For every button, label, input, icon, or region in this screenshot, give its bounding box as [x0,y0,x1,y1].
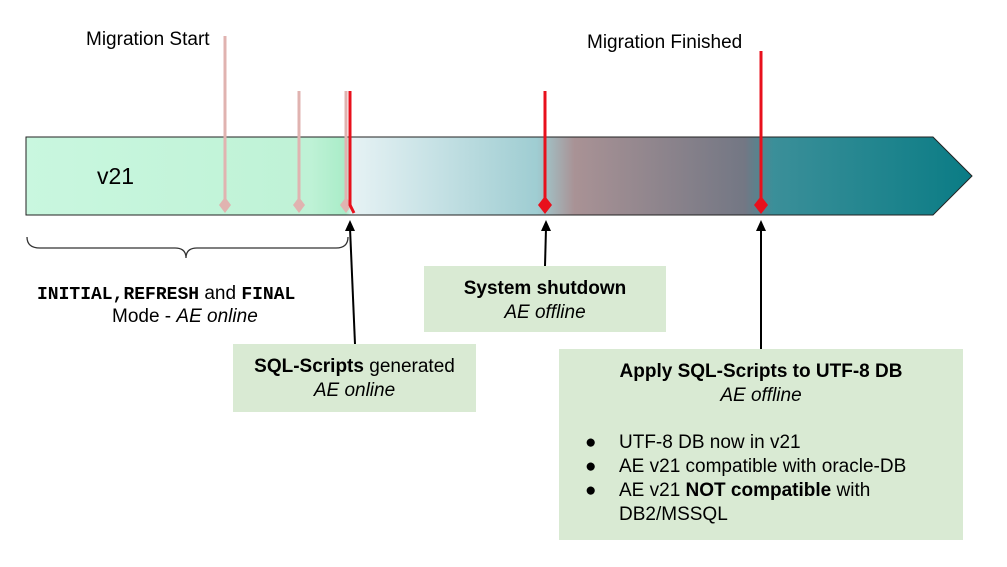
bullet-item: ●UTF-8 DB now in v21 [585,432,801,453]
sql-scripts-title-bold: SQL-Scripts [254,356,364,377]
bullet-item: ●AE v21 compatible with oracle-DB [585,456,907,477]
mode-comma: , [112,285,124,305]
mode-final: FINAL [241,285,296,305]
shutdown-pointer-line [544,227,547,267]
sql-scripts-title-rest: generated [363,356,455,377]
system-shutdown-box: System shutdown AE offline [424,266,666,332]
system-shutdown-title: System shutdown [463,278,627,299]
migration-finished-label: Migration Finished [587,32,743,53]
sql-pointer-arrowhead [345,220,355,231]
marker-migration-finished-diamond [754,196,768,214]
mode-word: Mode - [112,306,177,327]
apply-sql-box: Apply SQL-Scripts to UTF-8 DB AE offline… [559,349,963,540]
sql-scripts-title: SQL-Scripts generated [233,356,476,378]
apply-sql-status: AE offline [720,385,802,406]
apply-pointer-arrowhead [756,220,766,231]
mode-initial: INITIAL [37,285,113,305]
bullet-dot: ● [585,480,597,501]
sql-pointer-line [349,227,356,345]
apply-sql-title: Apply SQL-Scripts to UTF-8 DB [619,361,903,382]
system-shutdown-status: AE offline [504,302,586,323]
marker-sql-generated-line [348,91,356,214]
shutdown-pointer-arrowhead [541,220,551,231]
sql-scripts-box: SQL-Scripts generated AE online [233,344,476,412]
online-phase-brace [26,236,349,259]
sql-scripts-status: AE online [313,380,396,401]
apply-sql-bullet-list: ●UTF-8 DB now in v21 ●AE v21 compatible … [559,431,906,527]
marker-migration-start-diamond [219,197,231,213]
bullet-dot: ● [585,432,597,453]
mode-ae-online: AE online [176,306,258,327]
mode-and: and [199,283,242,304]
timeline-arrow [25,136,973,216]
bullet-dot: ● [585,456,597,477]
mode-status-line: Mode - AE online [112,306,258,328]
migration-start-label: Migration Start [86,29,210,50]
marker-shutdown-diamond [538,196,552,214]
version-label: v21 [97,163,135,189]
marker-refresh-diamond [293,197,305,213]
modes-caption: INITIAL,REFRESH and FINAL [37,283,295,305]
mode-refresh: REFRESH [123,285,200,305]
